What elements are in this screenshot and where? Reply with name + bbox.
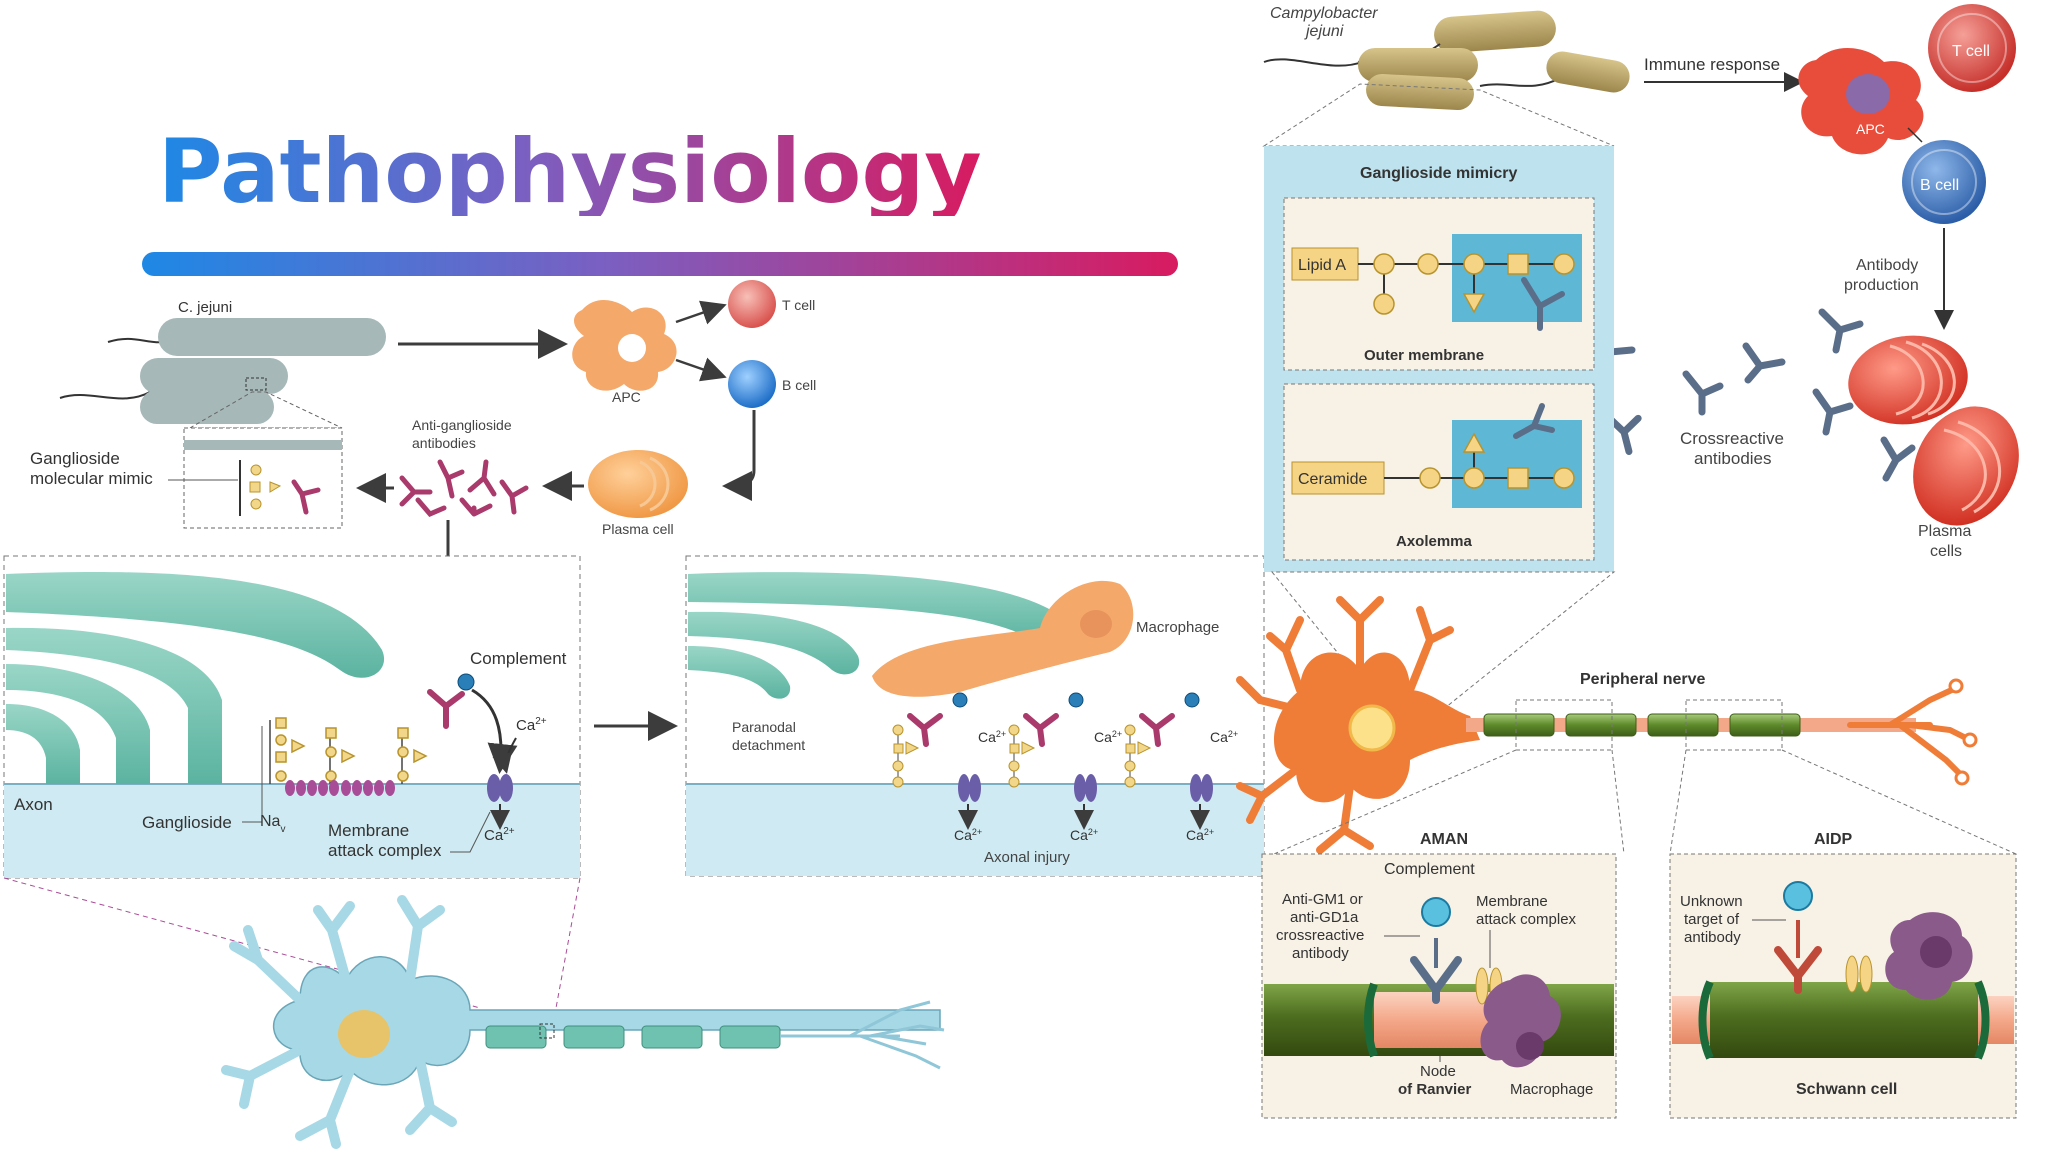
- plasma-cell: [588, 450, 688, 518]
- anti-ganglioside-label-2: antibodies: [412, 435, 476, 451]
- nav-channels: [285, 780, 395, 796]
- title-gradient-bar: [142, 252, 1178, 276]
- svg-text:Ca2+: Ca2+: [954, 827, 982, 843]
- ganglioside-mimic-label-1: Ganglioside: [30, 449, 120, 468]
- ganglioside-chains: [269, 717, 428, 784]
- t-cell-right-label: T cell: [1952, 43, 1990, 60]
- ca-sup-1: 2+: [535, 716, 547, 727]
- aman-panel: Complement Anti-GM1 or anti-GD1a crossre…: [1261, 853, 1617, 1119]
- ganglioside-molecular-mimic-inset: [183, 427, 343, 529]
- anti-gm1-label-4: antibody: [1292, 945, 1349, 962]
- apc-right-label: APC: [1856, 121, 1885, 137]
- plasma-cells-label-2: cells: [1930, 543, 1962, 560]
- left-axon-panel-injury: Macrophage: [685, 555, 1265, 877]
- crossreactive-label-2: antibodies: [1694, 449, 1772, 468]
- peripheral-nerve-label: Peripheral nerve: [1580, 671, 1706, 688]
- peripheral-nerve-right: Peripheral nerve: [1236, 596, 1978, 854]
- anti-ganglioside-antibody-cluster: [399, 459, 529, 518]
- svg-text:Nav: Nav: [260, 813, 285, 835]
- b-cell-right: [1902, 140, 1986, 224]
- mac-label-1: Membrane: [328, 821, 409, 840]
- anti-gm1-label-2: anti-GD1a: [1290, 909, 1359, 926]
- ca-label-2: Ca: [484, 827, 504, 844]
- axolemma-label: Axolemma: [1396, 533, 1473, 550]
- axonal-injury-label: Axonal injury: [984, 849, 1070, 866]
- unknown-label-2: target of: [1684, 911, 1740, 928]
- left-neuron: [3, 877, 945, 1149]
- aman-mac-label-1: Membrane: [1476, 893, 1548, 910]
- crossreactive-label-1: Crossreactive: [1680, 429, 1784, 448]
- svg-text:Ca2+: Ca2+: [1186, 827, 1214, 843]
- b-cell-label: B cell: [782, 377, 816, 393]
- svg-text:Ca2+: Ca2+: [978, 729, 1006, 745]
- ca-sup-2: 2+: [503, 826, 515, 837]
- svg-text:Ca2+: Ca2+: [516, 716, 547, 734]
- nav-sub: v: [280, 824, 285, 835]
- left-immune-cascade: C. jejuni APC T cell B cell Plasma cell: [30, 280, 816, 662]
- ganglioside-mimicry-panel: Ganglioside mimicry Lipid A Outer membra…: [1264, 146, 1614, 572]
- aidp-label: AIDP: [1814, 831, 1853, 848]
- t-cell-label: T cell: [782, 297, 815, 313]
- ganglioside-mimic-label-2: molecular mimic: [30, 469, 153, 488]
- ca-label-1: Ca: [516, 717, 536, 734]
- campylobacter-label-2: jejuni: [1304, 23, 1344, 40]
- c-jejuni-bacteria: [59, 318, 386, 424]
- ceramide-label: Ceramide: [1298, 471, 1367, 488]
- node-label-1: Node: [1420, 1063, 1456, 1080]
- slide-title: Pathophysiology: [158, 120, 982, 223]
- macrophage-label: Macrophage: [1136, 619, 1219, 636]
- aman-mac-label-2: attack complex: [1476, 911, 1577, 928]
- paranodal-label-1: Paranodal: [732, 719, 796, 735]
- aman-complement-label: Complement: [1384, 861, 1475, 878]
- paranodal-label-2: detachment: [732, 737, 805, 753]
- unknown-label-3: antibody: [1684, 929, 1741, 946]
- lipid-a-label: Lipid A: [1298, 257, 1346, 274]
- svg-text:Ca2+: Ca2+: [1070, 827, 1098, 843]
- aidp-panel: Unknown target of antibody Schwann cell: [1669, 853, 2017, 1119]
- t-cell: [728, 280, 776, 328]
- unknown-label-1: Unknown: [1680, 893, 1743, 910]
- svg-text:Ca2+: Ca2+: [1094, 729, 1122, 745]
- anti-gm1-label-1: Anti-GM1 or: [1282, 891, 1363, 908]
- anti-gm1-label-3: crossreactive: [1276, 927, 1364, 944]
- aman-macrophage-label: Macrophage: [1510, 1081, 1593, 1098]
- node-label-2: of Ranvier: [1398, 1081, 1472, 1098]
- ganglioside-label: Ganglioside: [142, 813, 232, 832]
- plasma-cells-label-1: Plasma: [1918, 523, 1971, 540]
- plasma-cell-label: Plasma cell: [602, 521, 674, 537]
- antibody-production-label-1: Antibody: [1856, 257, 1918, 274]
- anti-ganglioside-label-1: Anti-ganglioside: [412, 417, 512, 433]
- svg-text:Ca2+: Ca2+: [1210, 729, 1238, 745]
- macrophage-left: [872, 580, 1134, 697]
- schwann-cell-label: Schwann cell: [1796, 1081, 1897, 1098]
- c-jejuni-label: C. jejuni: [178, 299, 232, 316]
- aman-label: AMAN: [1420, 831, 1468, 848]
- right-mimicry-figure: Campylobacter jejuni Immune response APC…: [1236, 4, 2019, 1119]
- complement-label: Complement: [470, 649, 567, 668]
- nav-label: Na: [260, 813, 281, 830]
- campylobacter-bacteria: [1263, 10, 1630, 110]
- immune-response-label: Immune response: [1644, 55, 1780, 74]
- t-cell-right: [1928, 4, 2016, 92]
- outer-membrane-label: Outer membrane: [1364, 347, 1484, 364]
- b-cell-right-label: B cell: [1920, 177, 1959, 194]
- b-cell: [728, 360, 776, 408]
- axon-label: Axon: [14, 795, 53, 814]
- apc-label: APC: [612, 389, 641, 405]
- injury-attack-units: [892, 692, 1213, 830]
- campylobacter-label-1: Campylobacter: [1270, 5, 1378, 22]
- antibody-production-label-2: production: [1844, 277, 1919, 294]
- left-axon-panel-attack: Complement Ca2+ Ca2+ Axon Ganglioside Na…: [3, 555, 581, 879]
- ganglioside-mimicry-title: Ganglioside mimicry: [1360, 165, 1517, 182]
- svg-text:Ca2+: Ca2+: [484, 826, 515, 844]
- mac-label-2: attack complex: [328, 841, 442, 860]
- plasma-cells-right: [1848, 335, 2019, 526]
